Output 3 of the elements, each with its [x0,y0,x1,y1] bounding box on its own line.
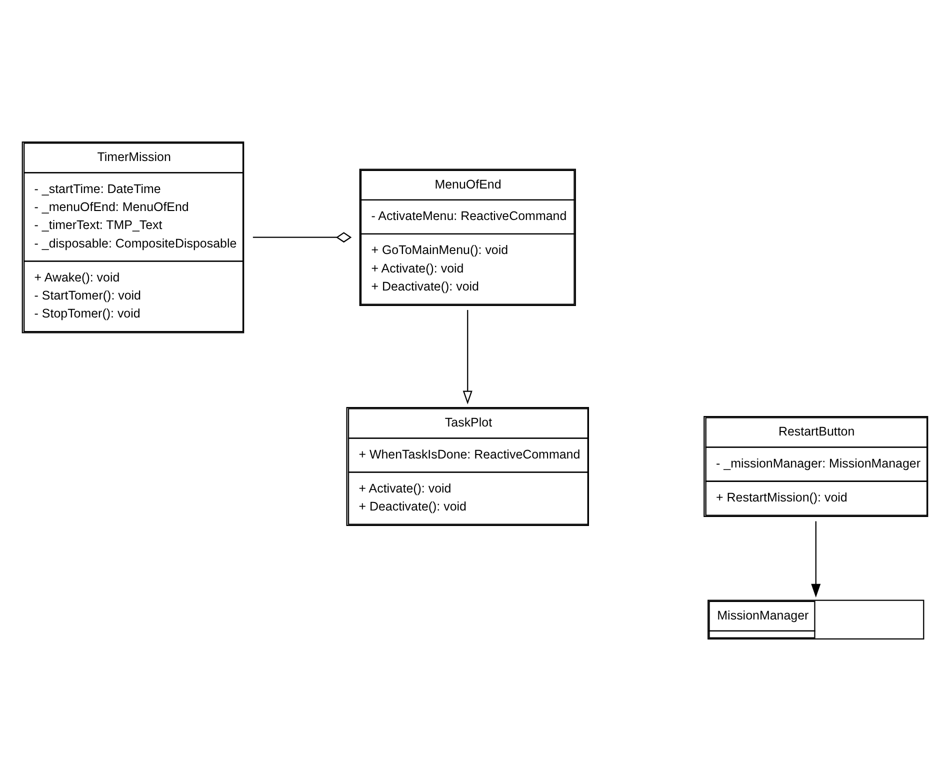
connector [252,232,352,242]
arrow [811,520,821,597]
arrow [462,309,472,404]
